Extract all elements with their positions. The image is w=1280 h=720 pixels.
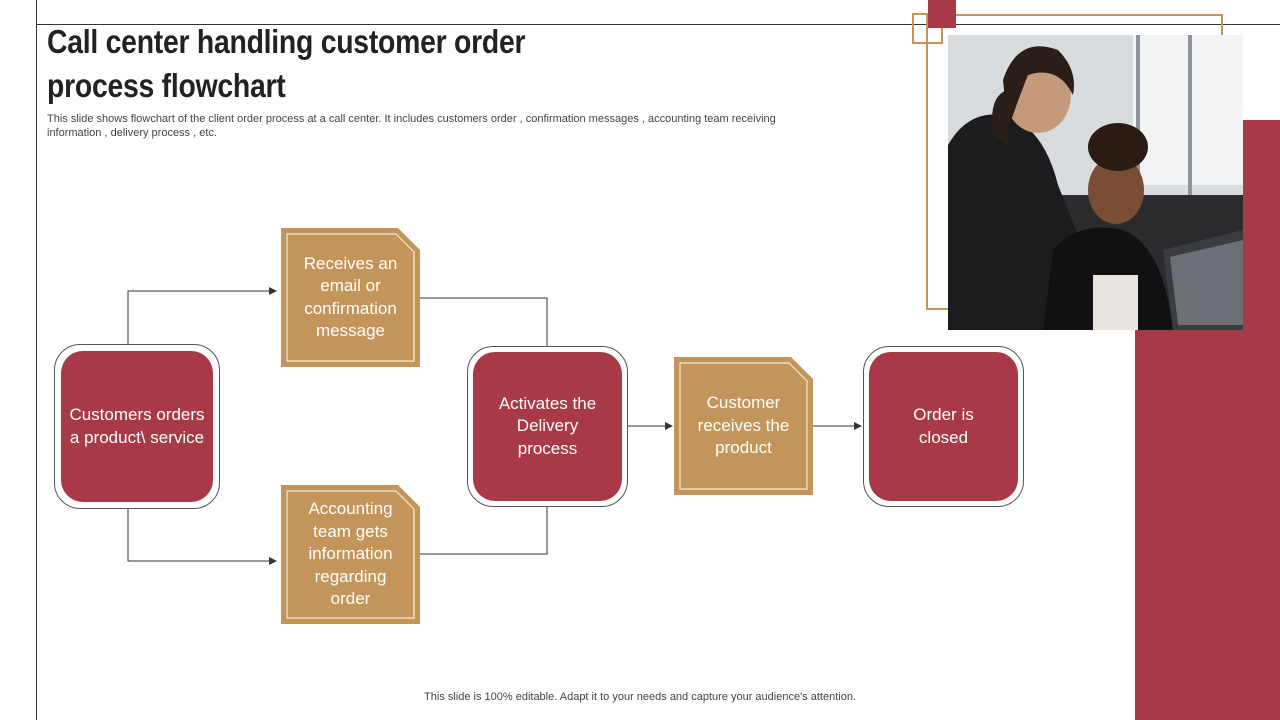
guide-line-horizontal <box>36 24 1280 25</box>
node-receive-label: Customer receives the product <box>697 393 790 458</box>
guide-line-vertical <box>36 0 37 720</box>
node-start-label: Customers orders a product\ service <box>69 405 205 447</box>
page-title: Call center handling customer order proc… <box>47 23 526 104</box>
node-closed-fill <box>869 352 1018 501</box>
note-shape-accounting <box>281 485 420 624</box>
decorative-red-square <box>928 0 956 28</box>
node-email-label: Receives an email or confirmation messag… <box>303 253 398 341</box>
node-delivery-fill <box>473 352 622 501</box>
note-shape-receive <box>674 357 813 495</box>
call-center-photo <box>948 35 1243 330</box>
node-start-fill <box>61 351 213 502</box>
node-delivery-label: Activates the Delivery process <box>498 393 597 458</box>
node-closed-label: Order is closed <box>913 405 974 447</box>
decorative-small-frame <box>912 13 943 44</box>
page-subtitle: This slide shows flowchart of the client… <box>47 113 776 139</box>
node-accounting-label: Accounting team gets information regardi… <box>308 499 393 609</box>
arrow-start-to-accounting <box>127 508 277 565</box>
line-email-to-delivery <box>420 297 548 346</box>
note-shape-email <box>281 228 420 367</box>
line-accounting-to-delivery <box>420 506 548 555</box>
footer-note: This slide is 100% editable. Adapt it to… <box>424 691 856 703</box>
arrow-start-to-email <box>127 287 277 344</box>
